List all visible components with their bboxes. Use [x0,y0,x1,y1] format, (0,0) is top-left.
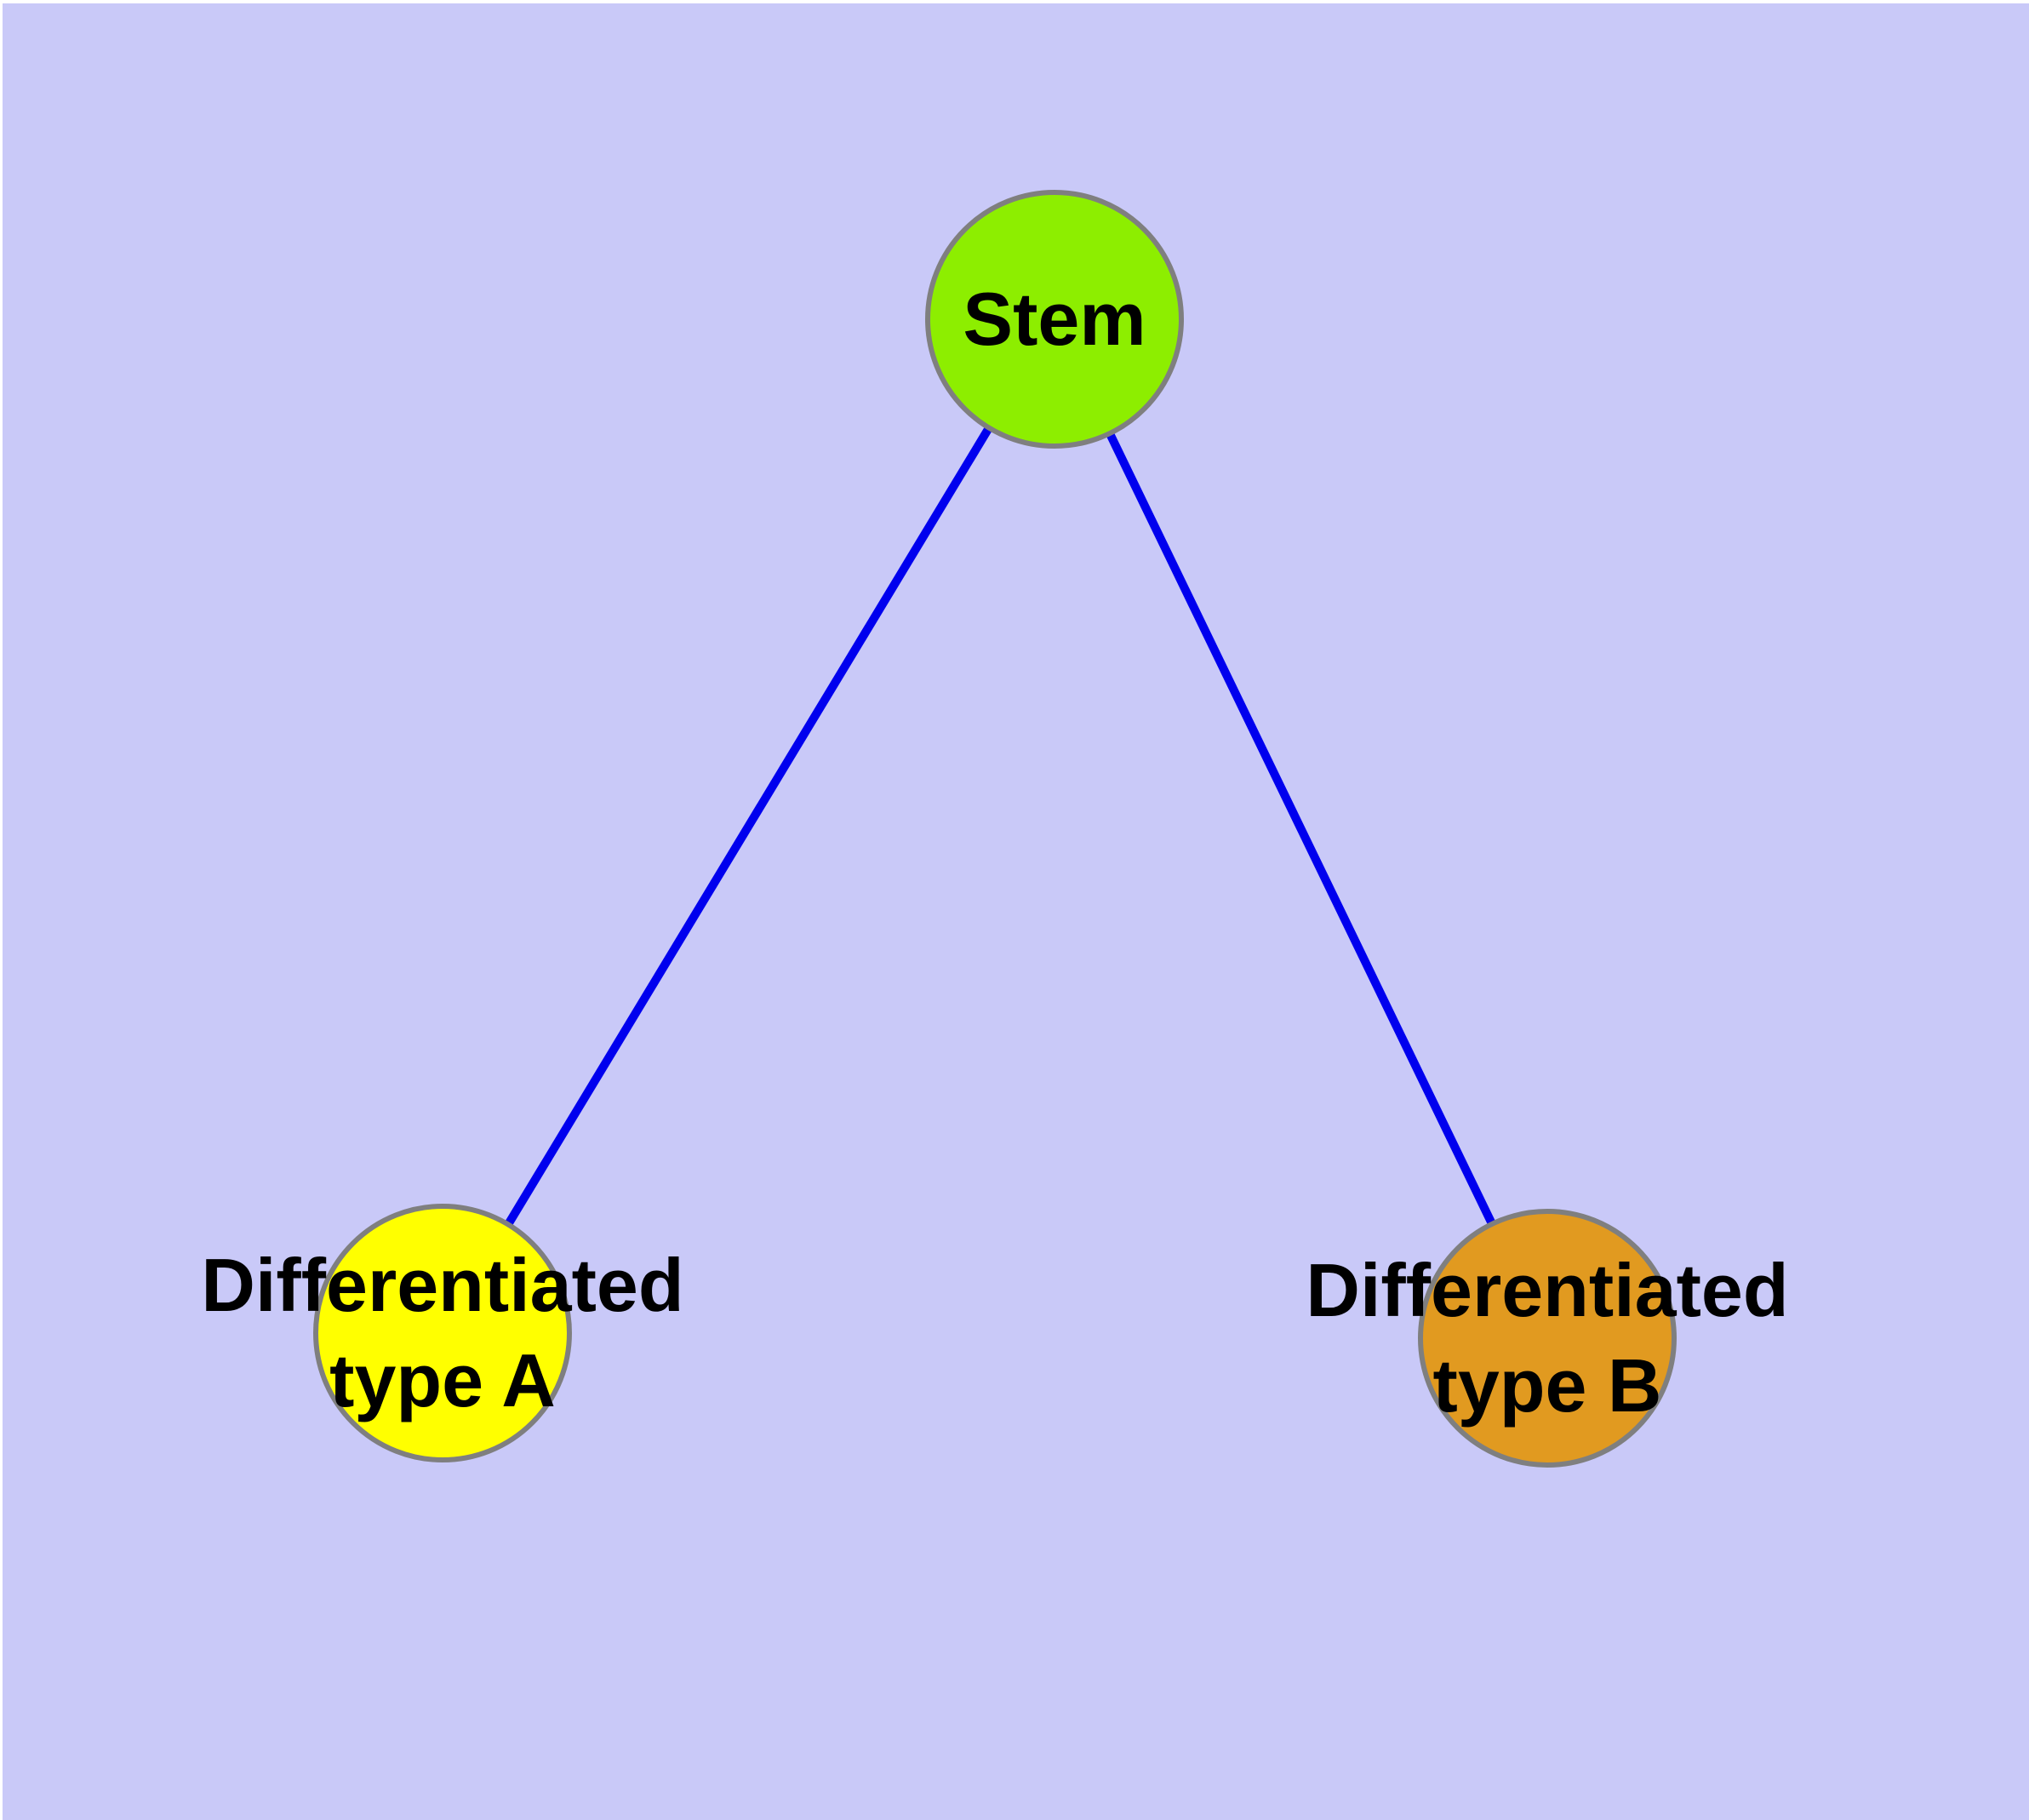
edge-stem-to-differentiated-a [438,317,1059,1336]
node-circle-differentiated-b [1418,1209,1677,1468]
node-circle-stem [925,190,1184,449]
edge-stem-to-differentiated-b [1050,317,1552,1341]
node-circle-differentiated-a [313,1204,572,1462]
